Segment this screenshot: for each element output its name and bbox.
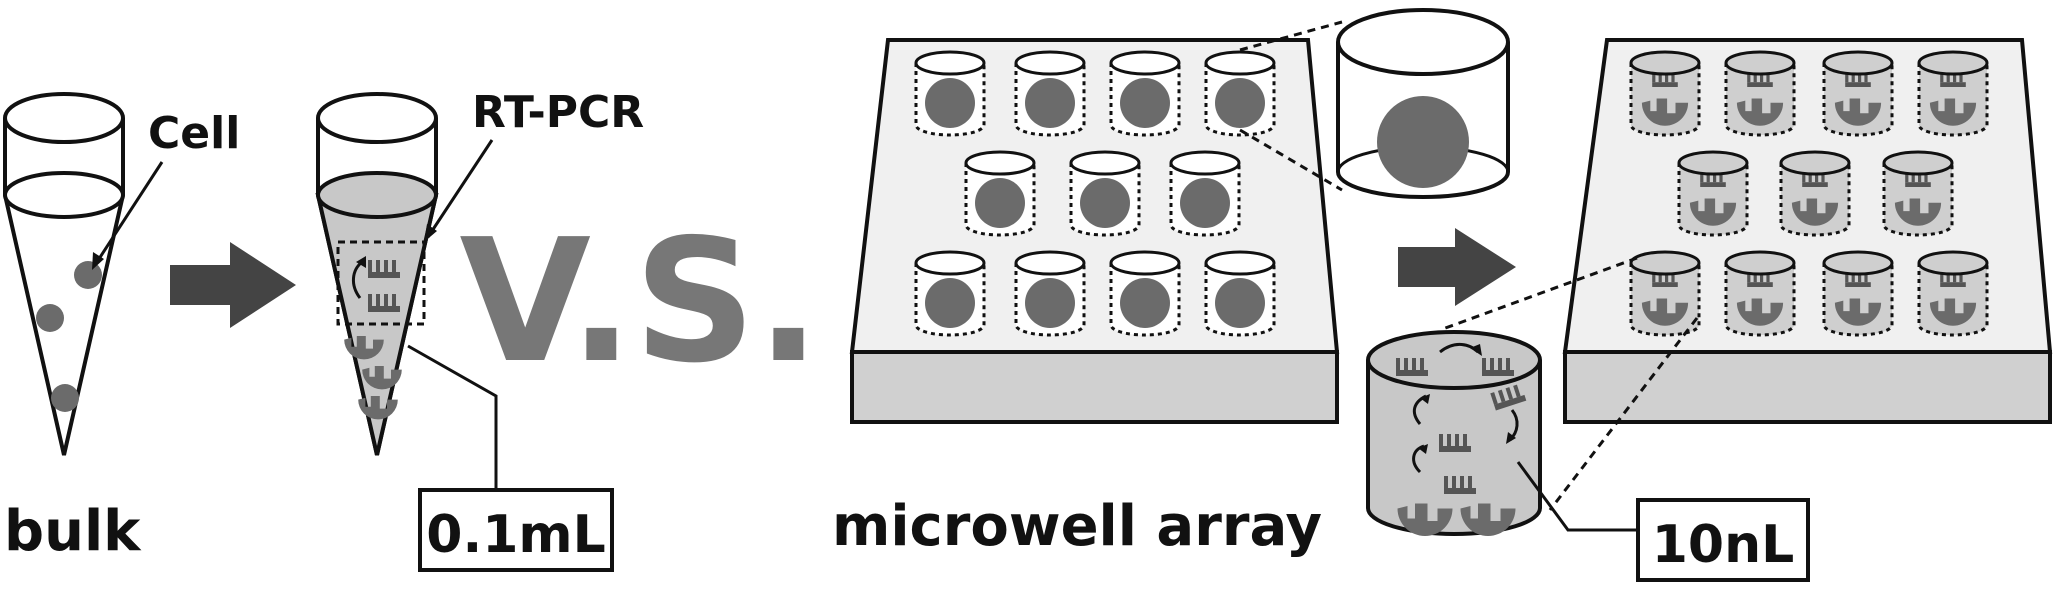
zoom-line xyxy=(1439,256,1638,332)
bulk-tube xyxy=(3,92,125,456)
bulk-volume-label: 0.1mL xyxy=(426,505,605,565)
rtpcr-pointer-line xyxy=(426,139,494,238)
rtpcr-highlight-box xyxy=(336,240,426,326)
microwell-array-label: microwell array xyxy=(832,494,1322,559)
process-arrow xyxy=(170,242,296,328)
rtpcr-pointer-arrowhead xyxy=(424,224,437,242)
enlarged-microwell xyxy=(1336,8,1510,199)
process-arrow xyxy=(1398,228,1516,306)
lysed-cell xyxy=(358,396,398,420)
cycle-arrowhead xyxy=(1420,394,1430,404)
well-volume-box xyxy=(1636,498,1810,582)
cycle-arrowhead xyxy=(1470,344,1482,356)
bulk-volume-box xyxy=(418,488,614,572)
cell-pointer-line xyxy=(93,161,164,266)
cycle-arrowhead xyxy=(1506,432,1516,444)
cycle-arrowhead xyxy=(356,256,366,268)
cell-pointer-arrowhead xyxy=(92,252,104,270)
microwell-row-2 xyxy=(964,150,1241,237)
lysed-microwell-row-2 xyxy=(1679,152,1952,235)
cell-label: Cell xyxy=(148,108,240,159)
zoom-line xyxy=(1548,317,1699,511)
cell xyxy=(36,304,64,332)
zoom-line xyxy=(1239,20,1343,52)
cell xyxy=(74,261,102,289)
bulk-label: bulk xyxy=(4,499,142,564)
bulk-volume-leader xyxy=(407,344,498,490)
rtpcr-label: RT-PCR xyxy=(472,87,644,138)
well-volume-label: 10nL xyxy=(1652,515,1795,575)
cell xyxy=(51,384,79,412)
vs-label: V.S. xyxy=(459,203,820,401)
cycle-arrowhead xyxy=(1418,444,1428,454)
zoom-line xyxy=(1239,128,1343,192)
well-volume-leader xyxy=(1516,461,1638,532)
